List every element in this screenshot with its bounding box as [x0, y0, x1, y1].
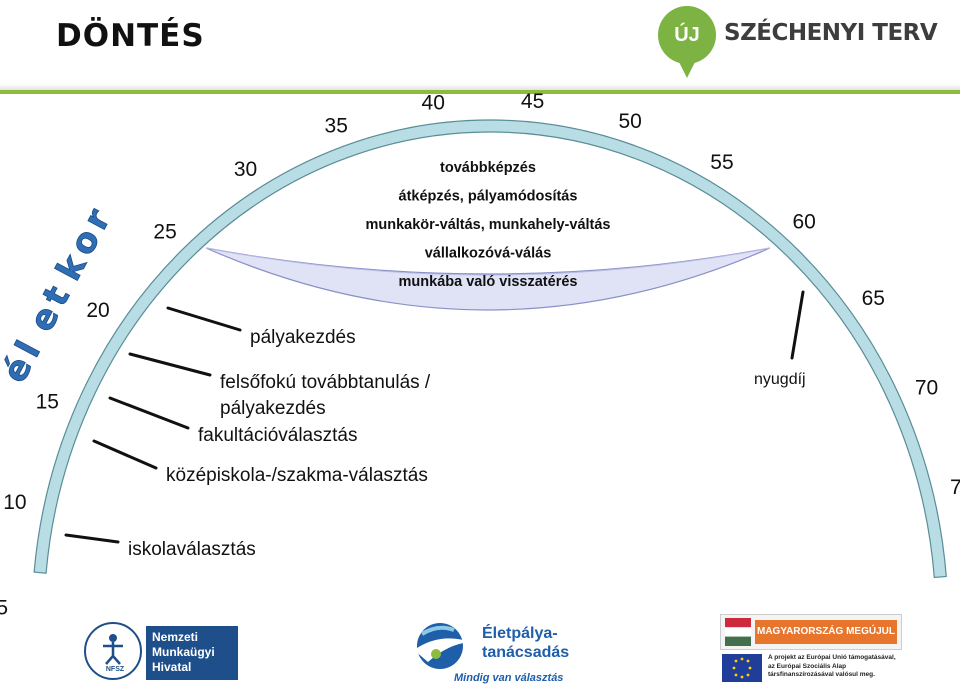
mid-career-phase-label: munkába való visszatérés [399, 274, 578, 290]
nmh-name-line: Munkaügyi [152, 645, 215, 659]
eletpalya-logo: Életpálya- tanácsadás Mindig van választ… [408, 620, 598, 686]
life-arc-band [33, 119, 947, 579]
age-tick-label: 55 [710, 151, 733, 174]
hungarian-flag-icon [725, 618, 751, 646]
eu-support-box: A projekt az Európai Unió támogatásával,… [720, 652, 900, 684]
decision-label: iskolaválasztás [128, 539, 256, 560]
age-tick-label: 10 [3, 491, 26, 514]
map-pin-icon: ÚJ [658, 6, 716, 78]
page-title: DÖNTÉS [56, 18, 205, 54]
age-tick-label: 50 [619, 110, 642, 133]
age-tick-label: 60 [792, 211, 815, 234]
nfsz-seal-icon: NFSZ [84, 622, 142, 680]
decision-label: pályakezdés [250, 327, 356, 348]
logo-uj-text: ÚJ [674, 24, 700, 46]
age-tick-label: 65 [862, 287, 885, 310]
decision-marker-line [92, 439, 158, 470]
decision-marker-line [64, 533, 120, 544]
mid-career-phase-label: továbbképzés [440, 160, 536, 176]
mid-career-lens-rim [205, 247, 771, 276]
nfsz-seal-text: NFSZ [105, 666, 125, 673]
age-tick-label: 45 [521, 90, 544, 113]
nmh-name-line: Nemzeti [152, 630, 199, 644]
retirement-marker-line [790, 290, 805, 360]
decision-markers: iskolaválasztás középiskola-/szakma-válas… [64, 290, 806, 560]
age-ticks: 5101520253035404550556065707580 [0, 90, 960, 619]
decision-marker-line [166, 306, 242, 332]
age-tick-label: 15 [36, 390, 59, 413]
mid-career-phase-label: átképzés, pályamódosítás [399, 189, 578, 205]
decision-marker-line [128, 352, 212, 377]
eletpalya-slogan: Mindig van választás [454, 672, 564, 684]
eu-support-text: A projekt az Európai Unió támogatásával,… [768, 654, 896, 680]
mm-banner-box: MAGYARORSZÁG MEGÚJUL [720, 614, 902, 650]
globe-icon [414, 623, 470, 669]
nmh-logo: NFSZ Nemzeti Munkaügyi Hivatal [84, 622, 244, 684]
decision-marker-line [108, 396, 190, 430]
age-tick-label: 30 [234, 158, 257, 181]
eu-support-line: A projekt az Európai Unió támogatásával, [768, 654, 896, 661]
mid-career-phase-labels: továbbképzés átképzés, pályamódosítás munk… [366, 160, 611, 290]
eu-support-line: társfinanszírozásával valósul meg. [768, 671, 875, 678]
decision-label: fakultációválasztás [198, 425, 357, 446]
age-tick-label: 20 [86, 299, 109, 322]
eletpalya-name-line: Életpálya- [482, 625, 558, 642]
age-tick-label: 40 [422, 92, 445, 115]
age-tick-label: 25 [153, 221, 176, 244]
mid-career-phase-label: vállalkozóvá-válás [425, 246, 552, 262]
eletpalya-name-line: tanácsadás [482, 644, 570, 661]
nmh-name-box: Nemzeti Munkaügyi Hivatal [146, 626, 238, 680]
header-shadow [0, 84, 960, 90]
szechenyi-terv-logo: ÚJ SZÉCHENYI TERV [656, 4, 938, 84]
retirement-label: nyugdíj [754, 371, 806, 388]
age-tick-label: 35 [325, 115, 348, 138]
age-tick-label: 70 [915, 377, 938, 400]
logo-name-text: SZÉCHENYI TERV [724, 20, 938, 46]
decision-label: felsőfokú továbbtanulás / [220, 372, 431, 393]
age-tick-label: 5 [0, 596, 8, 619]
mm-banner-text: MAGYARORSZÁG MEGÚJUL [755, 620, 897, 644]
eletpalya-name: Életpálya- tanácsadás [482, 624, 569, 662]
eu-support-line: az Európai Szociális Alap [768, 662, 847, 670]
decision-label: pályakezdés [220, 398, 326, 419]
magyarorszag-megujul-logo: MAGYARORSZÁG MEGÚJUL A projekt az Európa… [720, 614, 906, 686]
nmh-name-line: Hivatal [152, 660, 192, 674]
mid-career-phase-label: munkakör-váltás, munkahely-váltás [366, 217, 611, 233]
decision-label: középiskola-/szakma-választás [166, 465, 428, 486]
header-divider [0, 90, 960, 94]
eu-flag-icon [722, 654, 762, 682]
age-tick-label: 75 [950, 476, 960, 499]
